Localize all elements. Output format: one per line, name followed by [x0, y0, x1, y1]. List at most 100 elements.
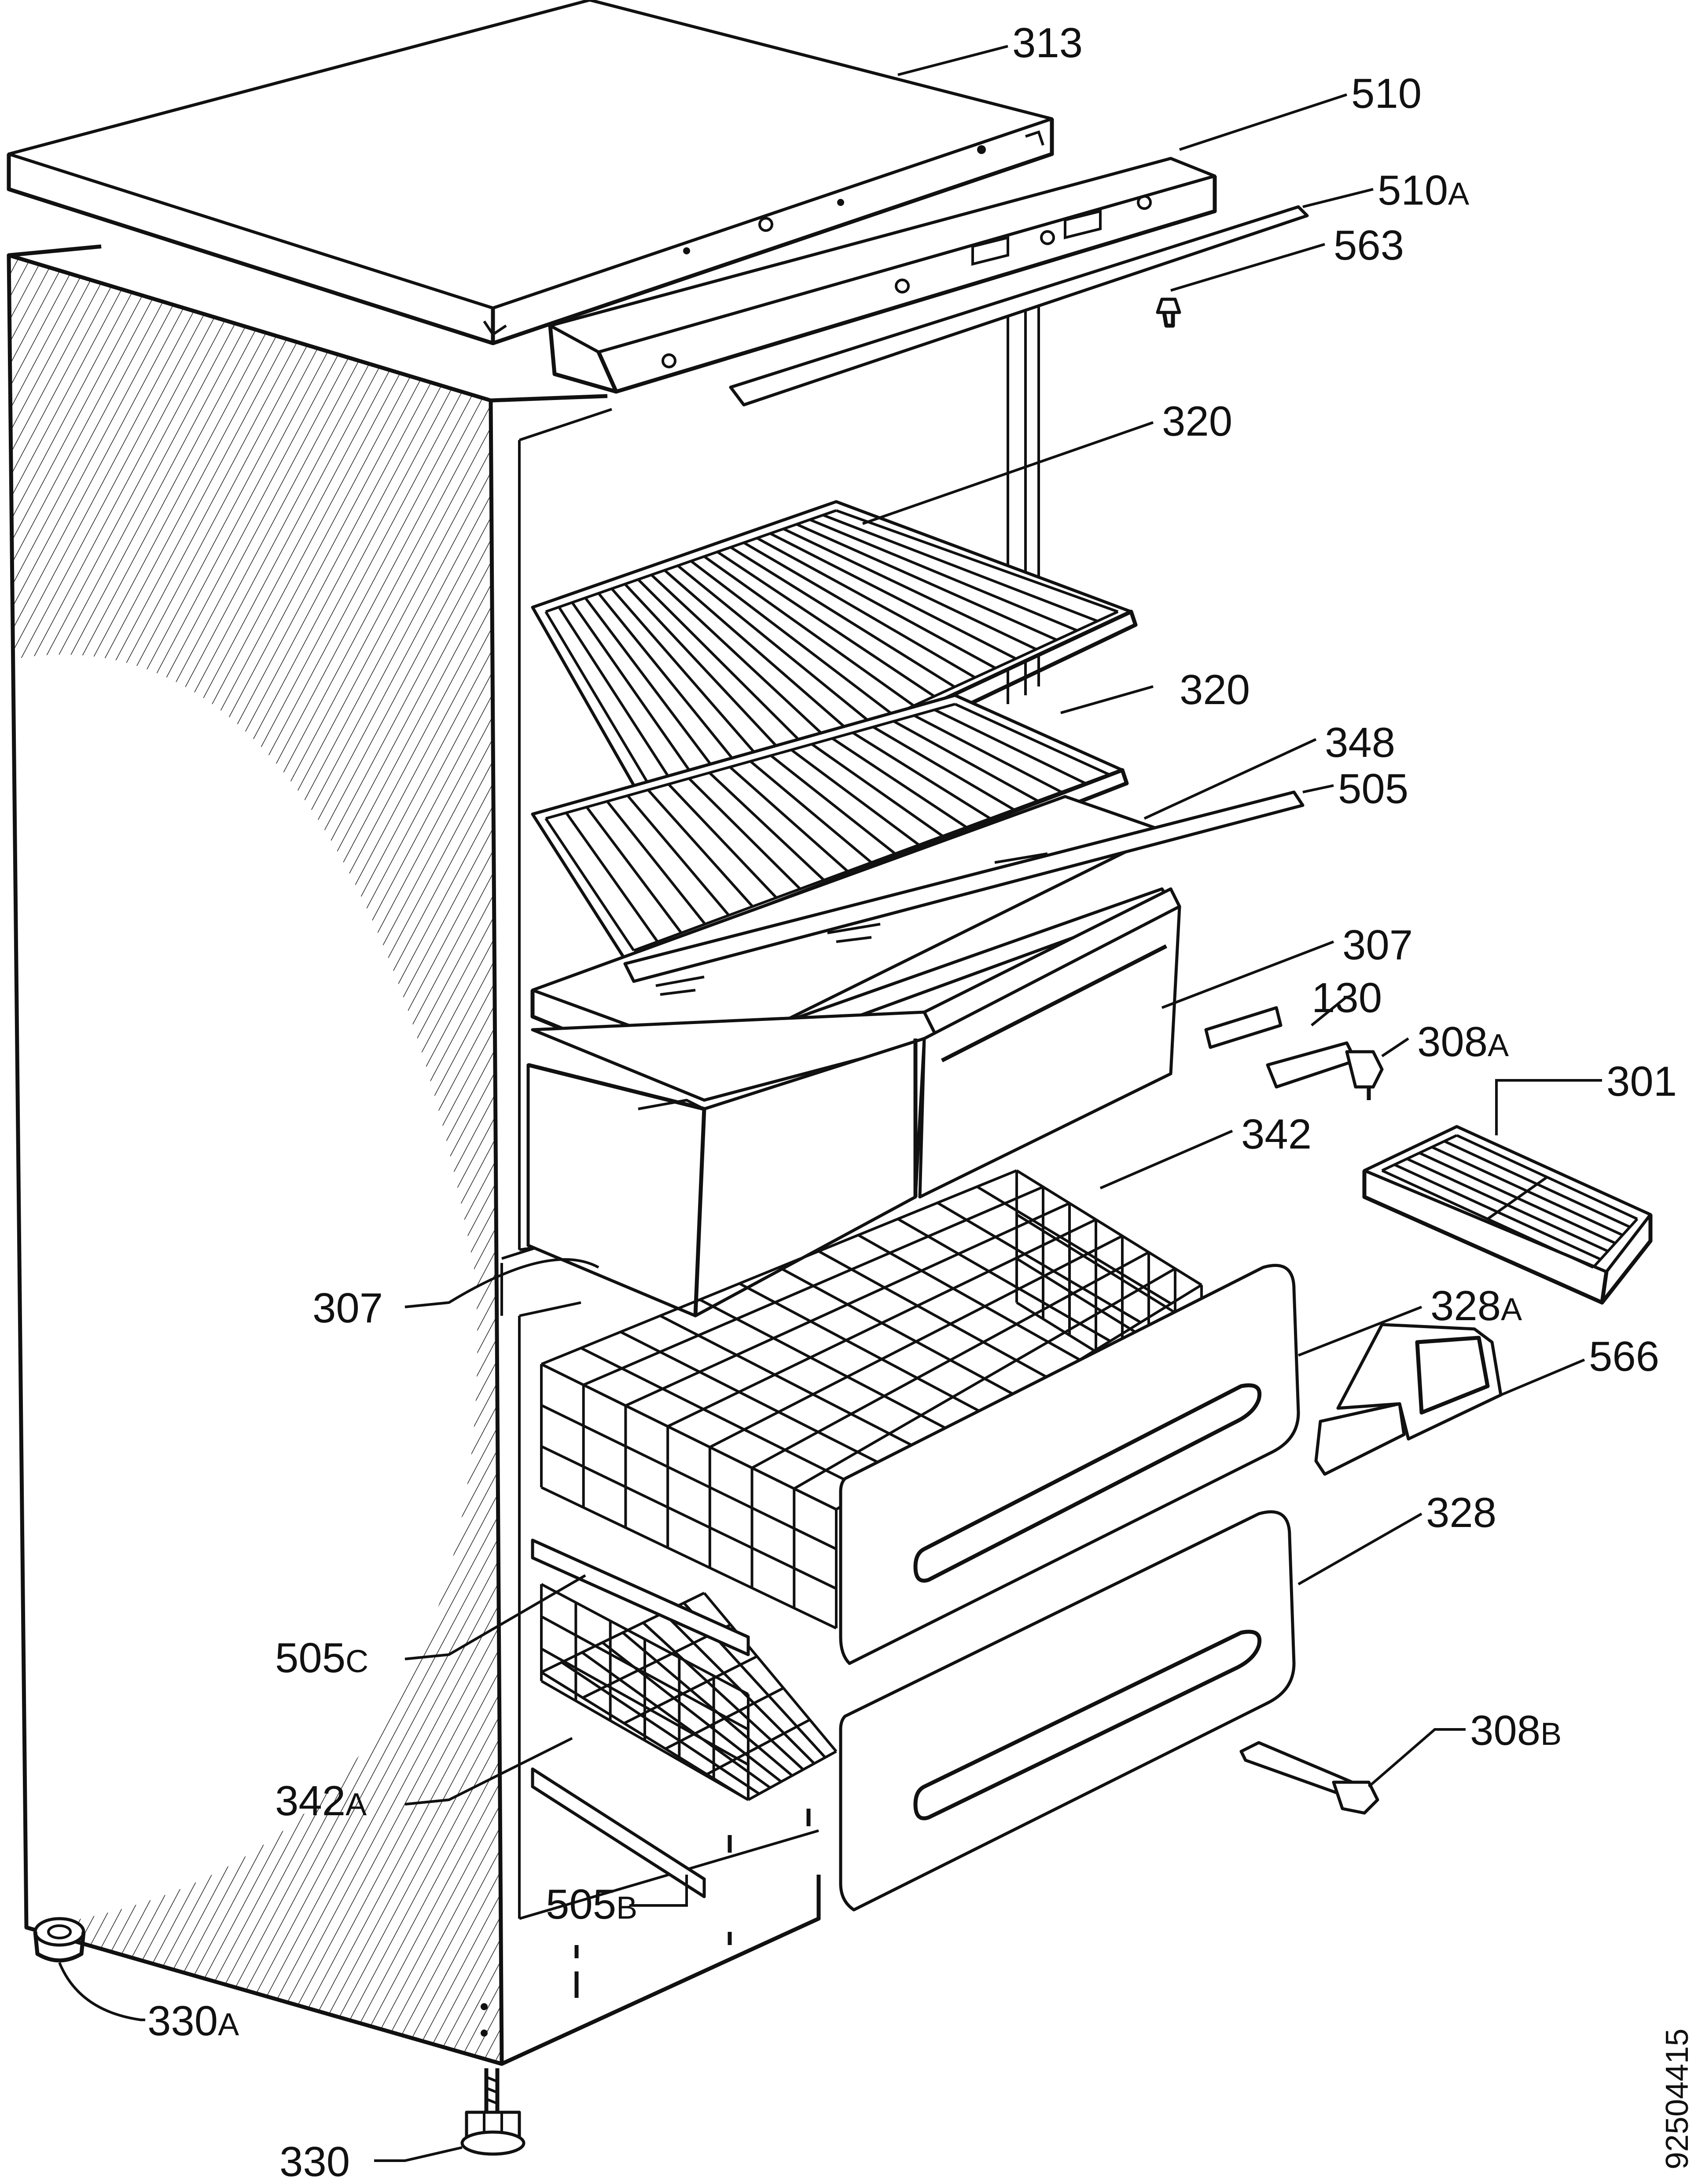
wire-line	[688, 777, 801, 890]
wire-line	[561, 1661, 760, 1795]
part-label-320-upper: 320	[1162, 398, 1232, 445]
wire-line	[540, 1363, 837, 1511]
crisper-drawer-left	[526, 1010, 939, 1318]
wire-line	[822, 514, 1098, 623]
wire-line	[730, 546, 956, 688]
leveling-foot	[460, 2068, 526, 2156]
cabinet-body	[7, 244, 1040, 2066]
wire-line	[625, 1202, 1070, 1407]
wire-line	[699, 1298, 959, 1436]
part-labels: 313 510 510A 563 320 320 348 505 307 130…	[147, 19, 1677, 2184]
wire-line	[540, 1615, 749, 1731]
wire-line	[584, 597, 731, 791]
wire-line	[811, 743, 944, 837]
wire-line	[751, 1251, 1150, 1469]
wire-line	[540, 1486, 837, 1630]
leader-lines	[58, 45, 1602, 2162]
wire-line	[637, 578, 813, 754]
wire-line	[976, 1186, 1172, 1305]
part-label-505: 505	[1338, 765, 1408, 812]
wire-line	[667, 1218, 1097, 1428]
part-label-308a: 308A	[1417, 1018, 1509, 1065]
thermostat-knob	[1156, 297, 1181, 328]
part-label-301: 301	[1606, 1058, 1677, 1105]
wire-line	[540, 1583, 749, 1696]
part-label-510: 510	[1351, 70, 1422, 117]
wire-line	[770, 754, 896, 855]
part-label-342a: 342A	[275, 1777, 367, 1824]
wire-line	[540, 1404, 837, 1550]
wire-line	[659, 1314, 928, 1455]
part-label-342: 342	[1241, 1111, 1312, 1158]
part-label-320-lower: 320	[1180, 666, 1250, 713]
adjustable-foot-cap	[33, 1917, 86, 1963]
wire-line	[831, 737, 967, 829]
part-label-307-lower: 307	[312, 1285, 383, 1332]
cabinet-side-hatching	[9, 255, 502, 2064]
wire-line	[626, 795, 730, 916]
wire-line	[540, 1648, 749, 1766]
wire-line	[872, 726, 1015, 811]
part-label-505b: 505B	[546, 1881, 637, 1928]
wire-line	[540, 1445, 837, 1590]
wire-line	[633, 773, 1110, 952]
wire-line	[580, 1347, 867, 1492]
wire-line	[703, 1592, 838, 1752]
wire-line	[571, 602, 711, 800]
part-label-313: 313	[1012, 19, 1083, 66]
wire-line	[664, 569, 854, 735]
wire-line	[893, 720, 1039, 802]
wire-line	[1592, 1218, 1639, 1269]
wire-line	[756, 537, 996, 669]
wire-line	[769, 532, 1017, 660]
wire-line	[857, 1234, 1081, 1361]
control-panel	[548, 157, 1217, 394]
basket-rail-upper	[531, 1538, 750, 1656]
wire-line	[818, 1250, 1050, 1380]
wire-line	[665, 1687, 784, 1750]
wire-line	[610, 587, 772, 773]
wire-line	[739, 1282, 989, 1417]
wire-line	[897, 1218, 1111, 1343]
wire-line	[1016, 1169, 1202, 1286]
freezer-basket-upper	[540, 1169, 1203, 1630]
part-label-563: 563	[1334, 222, 1404, 269]
part-label-307-upper: 307	[1342, 921, 1413, 969]
wire-line	[581, 1651, 771, 1789]
wire-line	[667, 783, 778, 899]
wire-line	[793, 1267, 1176, 1490]
part-label-330a: 330A	[147, 1997, 239, 2045]
wire-line	[706, 1718, 811, 1776]
wire-line	[709, 1234, 1123, 1449]
wire-line	[544, 818, 635, 951]
part-label-505c: 505C	[275, 1634, 368, 1681]
wire-line	[545, 509, 837, 613]
part-label-328a: 328A	[1430, 1282, 1522, 1329]
wire-line	[620, 1330, 898, 1473]
wire-line	[585, 806, 683, 934]
hinge-cover	[1204, 1006, 1283, 1049]
ice-scraper	[1314, 1323, 1503, 1476]
wire-line	[540, 1680, 749, 1801]
wire-line	[1381, 1134, 1458, 1172]
basket-rail-lower	[531, 1767, 706, 1898]
part-label-330: 330	[279, 2138, 350, 2182]
wire-line	[540, 1169, 1018, 1365]
wire-line	[934, 708, 1086, 785]
wire-line	[852, 731, 991, 820]
wire-shelf-upper	[531, 500, 1138, 852]
part-label-308b: 308B	[1470, 1707, 1562, 1754]
wire-line	[708, 771, 825, 881]
wire-line	[778, 1266, 1020, 1398]
wire-line	[606, 800, 706, 925]
drawer-front-lower	[839, 1510, 1296, 1912]
part-label-130: 130	[1312, 974, 1382, 1021]
wire-line	[1487, 1176, 1548, 1220]
wire-line	[690, 560, 894, 716]
wire-line	[747, 1750, 837, 1801]
wire-line	[583, 1186, 1044, 1386]
wire-line	[677, 565, 874, 726]
wire-line	[597, 592, 752, 782]
